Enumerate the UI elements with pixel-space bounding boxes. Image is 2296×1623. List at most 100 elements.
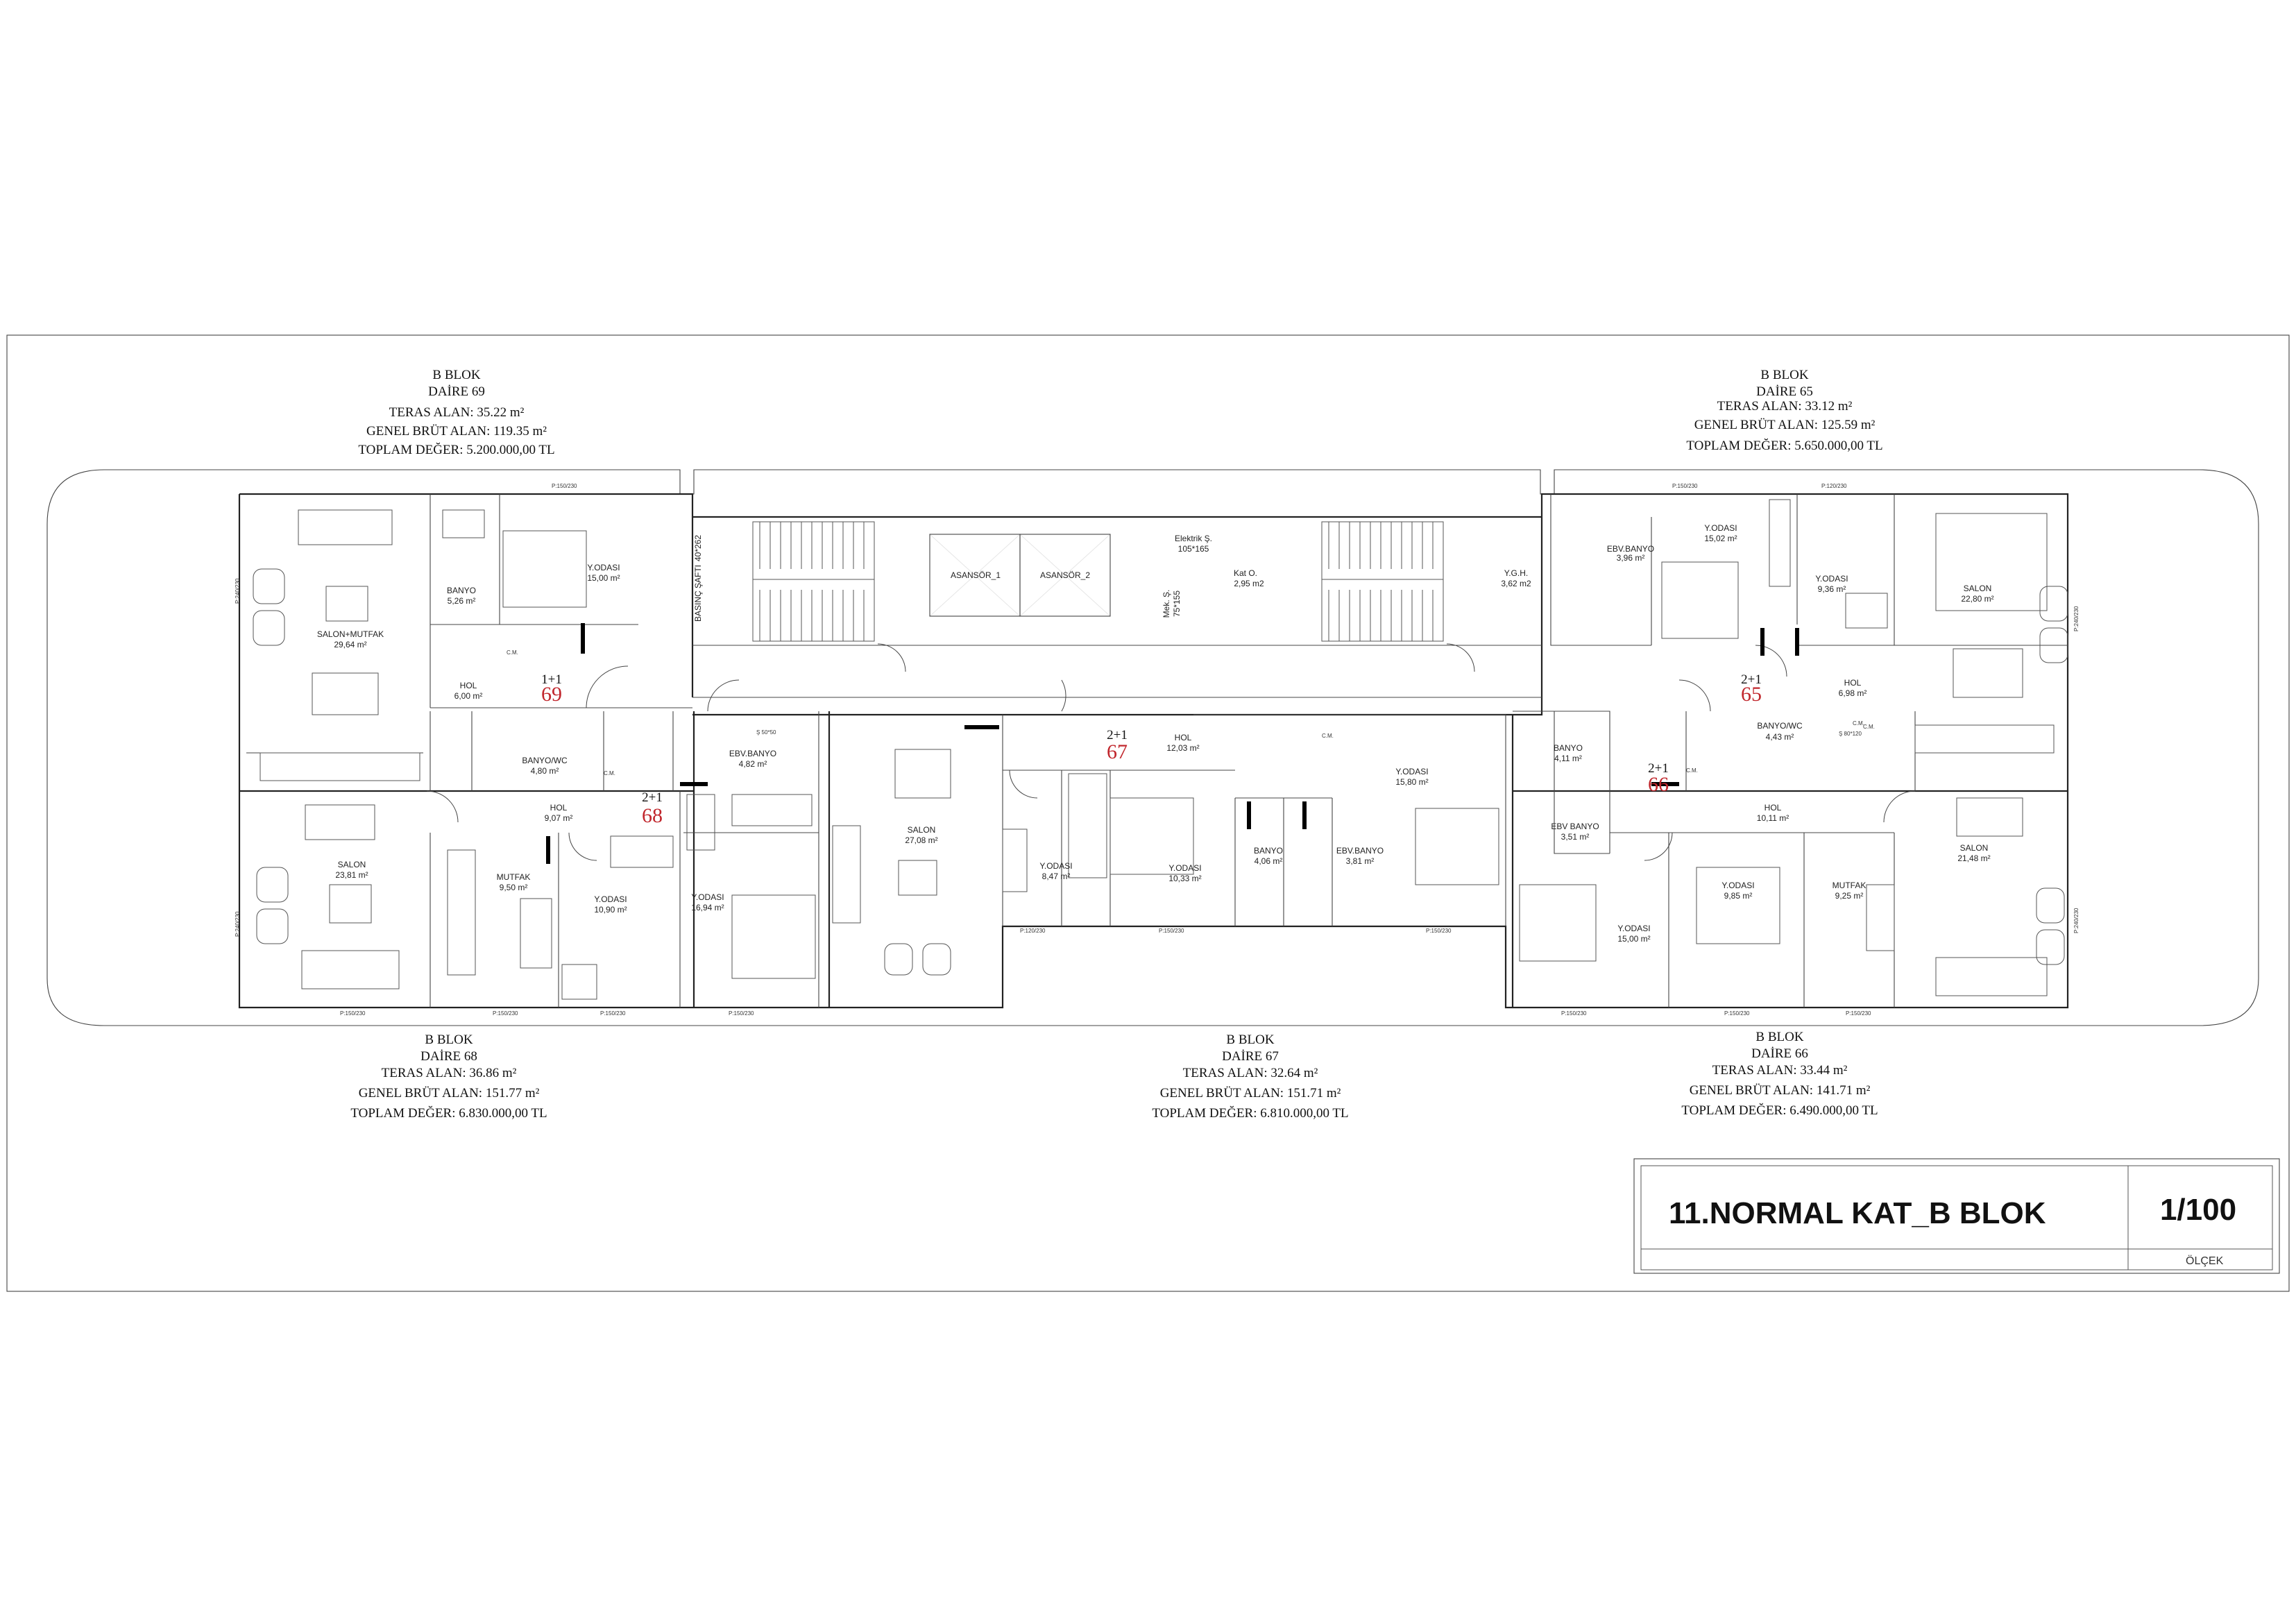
svg-text:2+1: 2+1 bbox=[1741, 672, 1762, 687]
svg-text:9,25 m²: 9,25 m² bbox=[1835, 891, 1864, 901]
u69-block: B BLOK bbox=[432, 368, 480, 382]
svg-text:HOL: HOL bbox=[460, 681, 477, 690]
u69-brut: GENEL BRÜT ALAN: 119.35 m² bbox=[366, 424, 547, 439]
svg-text:P:240/230: P:240/230 bbox=[2073, 908, 2080, 933]
door-markers bbox=[546, 623, 1799, 864]
svg-text:3,62 m2: 3,62 m2 bbox=[1501, 579, 1531, 588]
svg-text:4,06 m²: 4,06 m² bbox=[1255, 856, 1283, 866]
small-tags: C.M. C.M. C.M. C.M. C.M. C.M. P:150/230 … bbox=[235, 483, 2080, 1017]
unit-number-68: 68 bbox=[642, 804, 663, 827]
svg-text:27,08 m²: 27,08 m² bbox=[905, 835, 937, 845]
svg-text:Ş 80*120: Ş 80*120 bbox=[1839, 731, 1862, 737]
svg-text:BANYO/WC: BANYO/WC bbox=[522, 756, 568, 765]
svg-text:105*165: 105*165 bbox=[1178, 544, 1209, 554]
svg-text:4,80 m²: 4,80 m² bbox=[531, 766, 559, 776]
u66-brut: GENEL BRÜT ALAN: 141.71 m² bbox=[1690, 1083, 1871, 1098]
svg-text:BANYO/WC: BANYO/WC bbox=[1757, 721, 1803, 731]
svg-text:Elektrik Ş.: Elektrik Ş. bbox=[1175, 534, 1212, 543]
svg-text:P:150/230: P:150/230 bbox=[600, 1010, 626, 1017]
svg-text:P:150/230: P:150/230 bbox=[729, 1010, 754, 1017]
unit-number-67: 67 bbox=[1107, 740, 1128, 763]
svg-text:9,36 m²: 9,36 m² bbox=[1818, 584, 1846, 594]
svg-text:40*262: 40*262 bbox=[693, 535, 703, 561]
elevator-1-label: ASANSÖR_1 bbox=[951, 570, 1001, 580]
svg-text:Y.ODASI: Y.ODASI bbox=[1039, 861, 1072, 871]
svg-text:SALON+MUTFAK: SALON+MUTFAK bbox=[317, 629, 384, 639]
svg-text:C.M.: C.M. bbox=[604, 770, 615, 776]
unit-markers: 1+1 69 2+1 65 2+1 68 2+1 67 2+1 66 bbox=[541, 672, 1762, 827]
unit-67-info: B BLOK DAİRE 67 TERAS ALAN: 32.64 m² GEN… bbox=[1152, 1033, 1348, 1121]
u65-brut: GENEL BRÜT ALAN: 125.59 m² bbox=[1694, 418, 1876, 432]
svg-text:P:150/230: P:150/230 bbox=[552, 483, 577, 489]
svg-text:MUTFAK: MUTFAK bbox=[497, 872, 531, 882]
svg-text:23,81 m²: 23,81 m² bbox=[335, 870, 368, 880]
svg-text:75*155: 75*155 bbox=[1172, 590, 1182, 617]
svg-text:2+1: 2+1 bbox=[1648, 761, 1669, 776]
svg-text:P:150/230: P:150/230 bbox=[493, 1010, 518, 1017]
svg-text:P:150/230: P:150/230 bbox=[1426, 928, 1452, 934]
u69-deger: TOPLAM DEĞER: 5.200.000,00 TL bbox=[358, 442, 554, 457]
u66-daire: DAİRE 66 bbox=[1751, 1046, 1808, 1061]
svg-text:EBV.BANYO: EBV.BANYO bbox=[1607, 544, 1654, 554]
unit-65-info: B BLOK DAİRE 65 TERAS ALAN: 33.12 m² GEN… bbox=[1686, 368, 1882, 453]
u67-teras: TERAS ALAN: 32.64 m² bbox=[1183, 1066, 1318, 1080]
u65-daire: DAİRE 65 bbox=[1756, 384, 1813, 399]
building-walls bbox=[238, 493, 2069, 1009]
u69-teras: TERAS ALAN: 35.22 m² bbox=[389, 405, 525, 420]
svg-text:HOL: HOL bbox=[550, 803, 568, 813]
svg-text:2,95 m2: 2,95 m2 bbox=[1234, 579, 1264, 588]
svg-text:HOL: HOL bbox=[1844, 678, 1862, 688]
svg-text:15,02 m²: 15,02 m² bbox=[1704, 534, 1737, 543]
u66-teras: TERAS ALAN: 33.44 m² bbox=[1712, 1063, 1848, 1078]
unit-number-66: 66 bbox=[1648, 773, 1669, 796]
svg-text:P:150/230: P:150/230 bbox=[340, 1010, 366, 1017]
svg-text:15,80 m²: 15,80 m² bbox=[1395, 777, 1428, 787]
svg-text:P:150/230: P:150/230 bbox=[1561, 1010, 1587, 1017]
svg-text:12,03 m²: 12,03 m² bbox=[1166, 743, 1199, 753]
svg-text:Y.ODASI: Y.ODASI bbox=[587, 563, 620, 572]
u67-block: B BLOK bbox=[1226, 1033, 1274, 1047]
unit-69-info: B BLOK DAİRE 69 TERAS ALAN: 35.22 m² GEN… bbox=[358, 368, 554, 457]
svg-text:4,11 m²: 4,11 m² bbox=[1554, 754, 1582, 763]
svg-text:P:150/230: P:150/230 bbox=[1159, 928, 1184, 934]
furniture bbox=[253, 499, 2068, 1000]
svg-text:6,00 m²: 6,00 m² bbox=[454, 691, 483, 701]
svg-text:P:240/230: P:240/230 bbox=[235, 911, 241, 937]
sheet-border bbox=[6, 334, 2290, 1292]
svg-text:Y.ODASI: Y.ODASI bbox=[1395, 767, 1428, 776]
svg-text:C.M.: C.M. bbox=[1686, 767, 1698, 774]
stair-right bbox=[1321, 521, 1444, 642]
u66-block: B BLOK bbox=[1755, 1030, 1803, 1044]
svg-text:10,11 m²: 10,11 m² bbox=[1757, 813, 1789, 823]
svg-text:Y.ODASI: Y.ODASI bbox=[1815, 574, 1848, 584]
svg-text:4,82 m²: 4,82 m² bbox=[739, 759, 767, 769]
svg-text:2+1: 2+1 bbox=[1107, 728, 1128, 742]
u65-deger: TOPLAM DEĞER: 5.650.000,00 TL bbox=[1686, 438, 1882, 453]
unit-number-69: 69 bbox=[541, 683, 562, 706]
svg-text:SALON: SALON bbox=[908, 825, 936, 835]
terrace-outline bbox=[46, 469, 2259, 1026]
svg-text:Kat O.: Kat O. bbox=[1234, 568, 1257, 578]
svg-text:10,33 m²: 10,33 m² bbox=[1168, 874, 1201, 883]
svg-text:6,98 m²: 6,98 m² bbox=[1839, 688, 1867, 698]
elevator-shafts bbox=[929, 534, 1111, 617]
u68-daire: DAİRE 68 bbox=[420, 1049, 477, 1064]
svg-text:1+1: 1+1 bbox=[541, 672, 562, 687]
drawing-scale: 1/100 bbox=[2160, 1193, 2236, 1227]
svg-text:15,00 m²: 15,00 m² bbox=[587, 573, 620, 583]
stair-left bbox=[752, 521, 875, 642]
svg-text:5,26 m²: 5,26 m² bbox=[448, 596, 476, 606]
u67-daire: DAİRE 67 bbox=[1222, 1049, 1279, 1064]
svg-text:C.M.: C.M. bbox=[1322, 733, 1334, 739]
u69-daire: DAİRE 69 bbox=[428, 384, 485, 399]
unit-68-info: B BLOK DAİRE 68 TERAS ALAN: 36.86 m² GEN… bbox=[350, 1033, 547, 1121]
svg-text:15,00 m²: 15,00 m² bbox=[1617, 934, 1650, 944]
svg-text:P:120/230: P:120/230 bbox=[1020, 928, 1046, 934]
door-swings bbox=[426, 643, 1916, 861]
svg-text:P:240/230: P:240/230 bbox=[2073, 606, 2080, 631]
svg-text:BANYO: BANYO bbox=[447, 586, 476, 595]
svg-text:HOL: HOL bbox=[1175, 733, 1192, 742]
svg-text:9,85 m²: 9,85 m² bbox=[1724, 891, 1753, 901]
svg-text:P:240/230: P:240/230 bbox=[235, 578, 241, 604]
svg-text:P:150/230: P:150/230 bbox=[1724, 1010, 1750, 1017]
